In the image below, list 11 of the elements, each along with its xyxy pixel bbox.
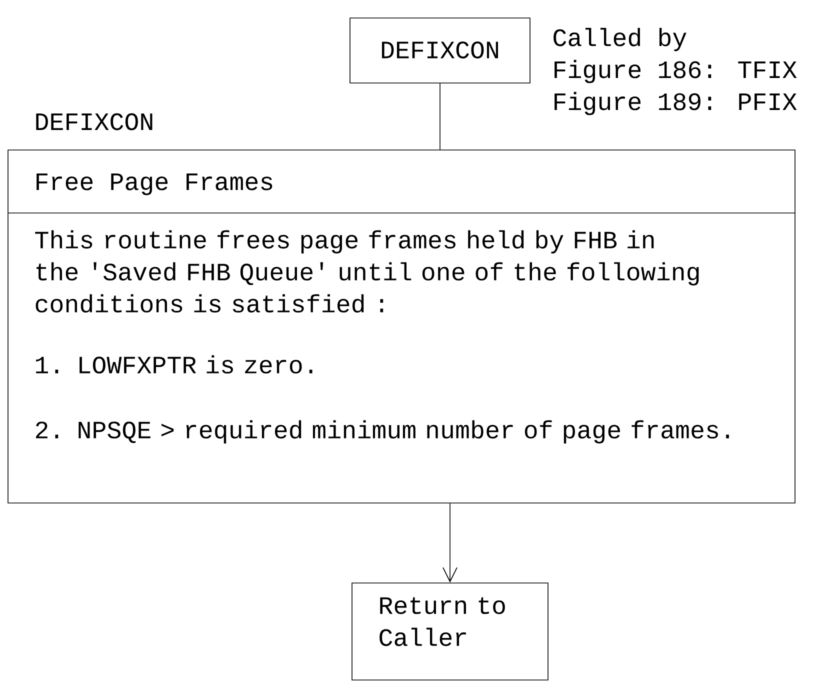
description: This routine frees page frames held by FHB in the 'Saved FHB Queue' until one of the following conditions is satisfied : <box>35 230 699 313</box>
condition-item: 1. LOWFXPTR is zero. <box>36 355 312 374</box>
condition-item: 2. NPSQE > required minimum number of page frames. <box>36 420 729 444</box>
caller-note: Figure 189: PFIX <box>554 92 797 116</box>
box-heading: DEFIXCON <box>36 113 152 130</box>
caller-note: Called by <box>554 28 686 52</box>
connector <box>442 503 458 583</box>
box-title: Free Page Frames <box>36 174 272 196</box>
routine-name: DEFIXCON <box>382 42 498 58</box>
return-label: Return to Caller <box>380 597 505 646</box>
caller-note: Figure 186: TFIX <box>554 60 797 84</box>
